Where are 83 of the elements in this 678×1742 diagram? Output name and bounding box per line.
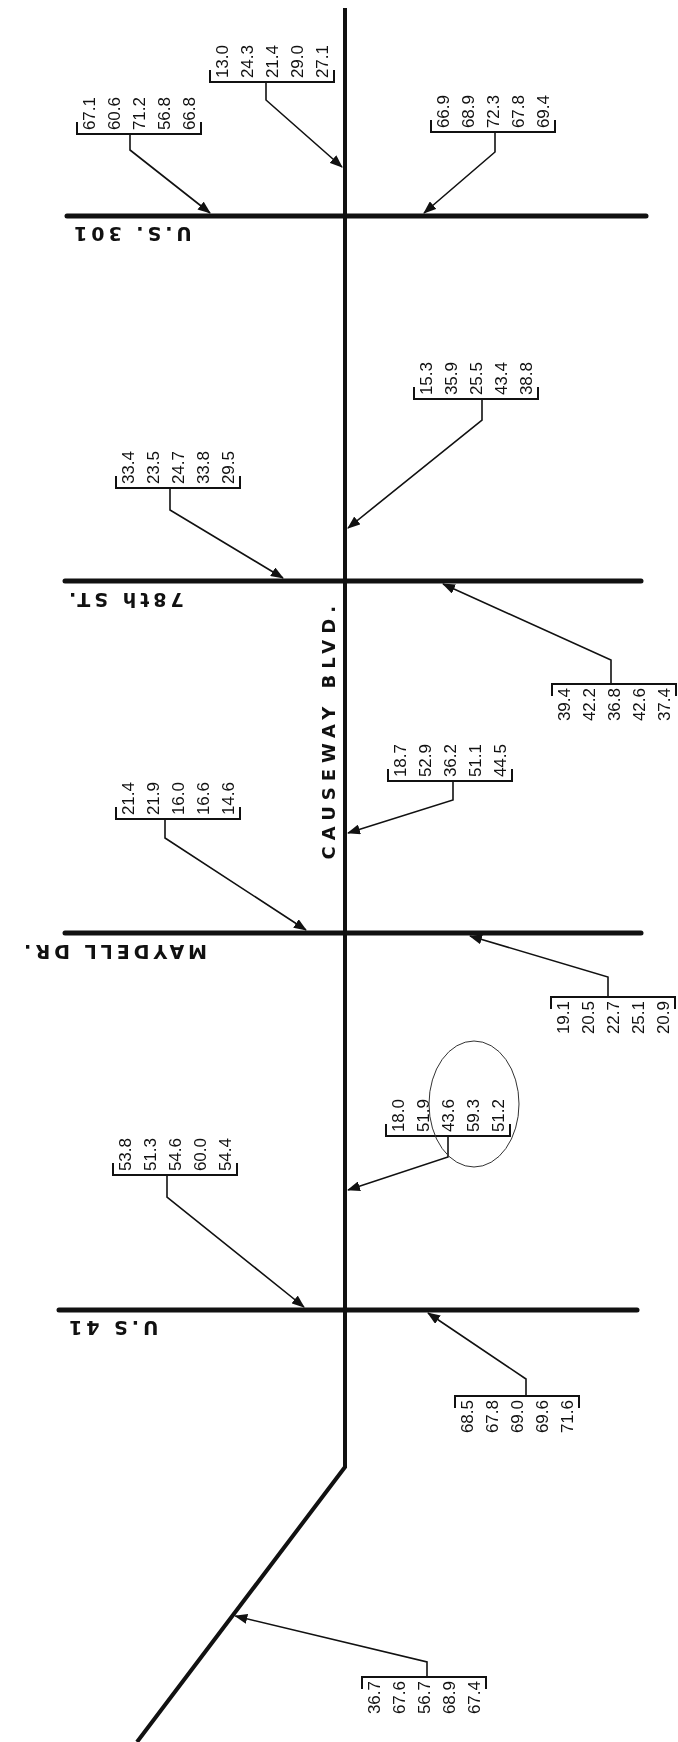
count-value: 60.6 [105, 96, 125, 130]
count-value: 59.3 [464, 1098, 484, 1132]
count-value: 24.3 [238, 44, 258, 78]
count-value: 66.9 [434, 94, 454, 128]
count-value: 68.9 [440, 1681, 460, 1715]
count-value: 29.0 [288, 44, 308, 78]
count-value: 68.5 [458, 1400, 478, 1434]
count-value: 24.7 [169, 450, 189, 484]
count-value: 20.5 [579, 1001, 599, 1035]
count-value: 21.4 [263, 44, 283, 78]
count-value: 54.4 [216, 1137, 236, 1171]
count-value: 60.0 [191, 1137, 211, 1171]
count-value: 33.4 [119, 450, 139, 484]
count-value: 14.6 [219, 781, 239, 815]
count-value: 25.5 [467, 361, 487, 395]
count-value: 44.5 [491, 743, 511, 777]
count-value: 15.3 [417, 361, 437, 395]
count-value: 66.8 [180, 96, 200, 130]
leader-arrow [265, 81, 343, 168]
count-value: 56.8 [155, 96, 175, 130]
count-value: 51.3 [141, 1137, 161, 1171]
leader-arrow [234, 1613, 428, 1678]
count-value: 21.4 [119, 781, 139, 815]
count-value: 68.9 [459, 94, 479, 128]
count-value: 67.4 [465, 1681, 485, 1715]
count-value: 67.8 [509, 94, 529, 128]
count-value: 67.8 [483, 1400, 503, 1434]
count-value: 29.5 [219, 450, 239, 484]
count-value: 67.1 [80, 96, 100, 130]
leader-arrow [347, 398, 483, 529]
count-value: 71.6 [558, 1400, 578, 1434]
road-name: U.S. 301 [70, 222, 192, 246]
leader-arrow [423, 131, 496, 214]
count-value: 53.8 [116, 1137, 136, 1171]
count-value: 51.1 [466, 743, 486, 777]
count-value: 20.9 [654, 1001, 674, 1035]
leader-arrow [164, 818, 307, 931]
count-value: 51.9 [414, 1098, 434, 1132]
leader-arrow [166, 1174, 305, 1308]
count-value: 43.4 [492, 361, 512, 395]
count-value: 69.0 [508, 1400, 528, 1434]
count-value: 36.8 [605, 688, 625, 722]
count-value: 35.9 [442, 361, 462, 395]
leader-arrow [469, 934, 609, 998]
count-value: 21.9 [144, 781, 164, 815]
count-value: 69.4 [534, 94, 554, 128]
count-value: 27.1 [313, 44, 333, 78]
count-value: 23.5 [144, 450, 164, 484]
count-value: 67.6 [390, 1681, 410, 1715]
count-value: 13.0 [213, 44, 233, 78]
leader-arrow [347, 780, 454, 835]
count-value: 72.3 [484, 94, 504, 128]
count-value: 51.2 [489, 1098, 509, 1132]
count-value: 18.7 [391, 743, 411, 777]
count-value: 52.9 [416, 743, 436, 777]
count-value: 71.2 [130, 96, 150, 130]
count-value: 16.0 [169, 781, 189, 815]
count-value: 36.7 [365, 1681, 385, 1715]
leader-arrow [427, 1312, 527, 1397]
count-value: 19.1 [554, 1001, 574, 1035]
road-name: MAYDELL DR. [20, 940, 208, 964]
count-value: 18.0 [389, 1098, 409, 1132]
count-value: 54.6 [166, 1137, 186, 1171]
count-value: 42.6 [630, 688, 650, 722]
road-name: U.S 41 [65, 1316, 159, 1340]
count-value: 25.1 [629, 1001, 649, 1035]
count-value: 37.4 [655, 688, 675, 722]
leader-arrow [442, 583, 612, 685]
count-value: 43.6 [439, 1098, 459, 1132]
count-value: 42.2 [580, 688, 600, 722]
count-value: 39.4 [555, 688, 575, 722]
leader-arrow [129, 133, 211, 214]
count-value: 36.2 [441, 743, 461, 777]
count-value: 33.8 [194, 450, 214, 484]
leader-arrow [347, 1135, 449, 1191]
count-value: 56.7 [415, 1681, 435, 1715]
count-value: 38.8 [517, 361, 537, 395]
leader-arrow [169, 487, 284, 579]
count-value: 69.6 [533, 1400, 553, 1434]
road-name: 78th ST. [65, 588, 184, 612]
road-name: CAUSEWAY BLVD. [318, 600, 340, 860]
count-value: 22.7 [604, 1001, 624, 1035]
count-value: 16.6 [194, 781, 214, 815]
